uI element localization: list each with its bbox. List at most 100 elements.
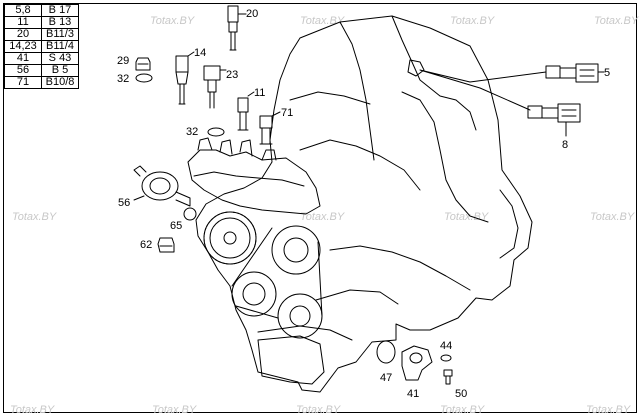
component-code-cell: B11/3: [41, 28, 79, 41]
callout-32: 32: [117, 73, 129, 85]
watermark: Totax.BY: [586, 404, 631, 416]
watermark: Totax.BY: [590, 211, 635, 223]
drive-belt: [231, 227, 323, 319]
watermark-layer: Totax.BY Totax.BY Totax.BY Totax.BY Tota…: [10, 15, 639, 416]
washer-32: [135, 73, 153, 83]
plug-62: [157, 237, 175, 253]
belt-pulley: [271, 225, 321, 275]
callout-65: 65: [170, 220, 182, 232]
manifold-detail: [193, 171, 305, 187]
sensor-14: [175, 55, 189, 105]
connector-5: [545, 63, 599, 83]
callout-32: 32: [186, 126, 198, 138]
callout-56: 56: [118, 197, 130, 209]
callout-20: 20: [246, 8, 258, 20]
item-number-cell: 56: [4, 64, 42, 77]
component-code-cell: B10/8: [41, 76, 79, 89]
intake-runner: [197, 137, 213, 151]
timing-gear-inner: [209, 217, 251, 259]
belt-pulley-hub: [283, 237, 309, 263]
watermark: Totax.BY: [300, 211, 345, 223]
callout-62: 62: [140, 239, 152, 251]
sensor-11: [237, 97, 249, 131]
watermark: Totax.BY: [440, 404, 485, 416]
watermark: Totax.BY: [300, 15, 345, 27]
callout-5: 5: [604, 67, 610, 79]
sensor-20: [227, 5, 239, 51]
intake-runner: [219, 139, 233, 155]
switch-41: [401, 345, 433, 381]
watermark: Totax.BY: [444, 211, 489, 223]
item-number-cell: 14,23: [4, 40, 42, 53]
engine-block-detail: [289, 91, 371, 105]
leader-line: [187, 51, 195, 57]
watermark: Totax.BY: [150, 15, 195, 27]
seal-47: [376, 340, 396, 364]
washer-32: [207, 127, 225, 137]
component-code-cell: S 43: [41, 52, 79, 65]
intake-runner: [239, 139, 253, 157]
watermark: Totax.BY: [594, 15, 639, 27]
leader-line: [247, 91, 255, 97]
tensioner-pulley-hub: [289, 305, 311, 327]
crankshaft-pulley-hub: [242, 282, 266, 306]
item-number-cell: 71: [4, 76, 42, 89]
item-number-cell: 11: [4, 16, 42, 29]
callout-47: 47: [380, 372, 392, 384]
item-number-cell: 41: [4, 52, 42, 65]
item-number-cell: 5,8: [4, 4, 42, 17]
plug-29: [135, 57, 151, 71]
callout-71: 71: [281, 107, 293, 119]
diagram-frame: [3, 3, 637, 413]
engine-block-detail: [315, 289, 399, 305]
callout-41: 41: [407, 388, 419, 400]
sensor-23: [203, 65, 221, 109]
crankshaft-pulley: [231, 271, 277, 317]
connector-8: [527, 103, 581, 123]
engine-block-detail: [401, 91, 489, 223]
watermark: Totax.BY: [450, 15, 495, 27]
tensioner-pulley: [277, 293, 323, 339]
engine-block-outline: [195, 15, 533, 393]
intake-manifold: [187, 149, 321, 215]
callout-11: 11: [254, 87, 265, 99]
engine-block-detail: [299, 139, 421, 191]
item-number-cell: 20: [4, 28, 42, 41]
callout-23: 23: [226, 69, 238, 81]
watermark: Totax.BY: [10, 404, 55, 416]
engine-block-detail: [339, 21, 375, 161]
engine-block-detail: [499, 189, 519, 259]
timing-gear-teeth: [203, 211, 257, 265]
bolt-50: [443, 369, 453, 385]
washer-44: [440, 354, 452, 362]
watermark: Totax.BY: [296, 404, 341, 416]
callout-labels: 20 29 14 32 23 11 71 32 5 8 56 65 62 44 …: [117, 8, 610, 400]
component-code-cell: B11/4: [41, 40, 79, 53]
leader-line: [271, 111, 281, 117]
oil-pan: [257, 335, 325, 385]
callout-8: 8: [562, 139, 568, 151]
sensor-71: [259, 115, 273, 145]
component-code-cell: B 17: [41, 4, 79, 17]
sensor-56: [133, 165, 191, 207]
callout-14: 14: [194, 47, 206, 59]
component-code-cell: B 13: [41, 16, 79, 29]
engine-block-detail: [407, 59, 425, 77]
engine-block-detail: [257, 325, 353, 341]
engine-block-detail: [391, 15, 477, 131]
timing-gear-hub: [223, 231, 237, 245]
leader-line: [133, 195, 145, 201]
watermark: Totax.BY: [152, 404, 197, 416]
intake-runner: [261, 149, 277, 161]
callout-29: 29: [117, 55, 129, 67]
